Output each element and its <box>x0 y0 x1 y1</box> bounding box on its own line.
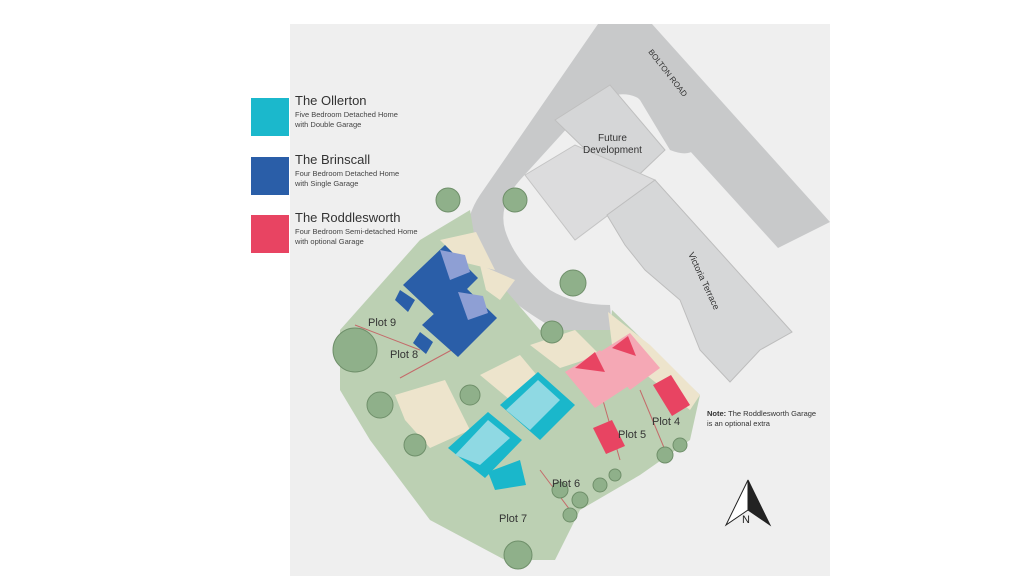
brinscall-house-plot9 <box>395 245 478 318</box>
plot-sand-9 <box>440 232 495 270</box>
legend-brinscall: The Brinscall Four Bedroom Detached Home… <box>251 152 431 199</box>
ollerton-desc: Five Bedroom Detached Home with Double G… <box>295 110 398 129</box>
ollerton-house-plot6 <box>500 372 575 440</box>
brinscall-title: The Brinscall <box>295 152 371 167</box>
note-label: Note: <box>707 409 727 418</box>
north-arrow-icon: N <box>724 479 772 527</box>
roddlesworth-desc: Four Bedroom Semi-detached Home with opt… <box>295 227 418 246</box>
ollerton-title: The Ollerton <box>295 93 367 108</box>
roddlesworth-swatch <box>251 215 289 253</box>
legend-roddlesworth: The Roddlesworth Four Bedroom Semi-detac… <box>251 210 431 257</box>
roddlesworth-house-plot5 <box>565 350 630 454</box>
garage-note: Note: The Roddlesworth Garage is an opti… <box>707 409 817 429</box>
victoria-terrace <box>606 179 793 383</box>
brinscall-house-plot8 <box>413 286 497 357</box>
note-text: The Roddlesworth Garage is an optional e… <box>707 409 817 428</box>
north-label: N <box>742 514 750 526</box>
future-development-label-1: Future <box>598 133 627 144</box>
roddlesworth-title: The Roddlesworth <box>295 210 401 225</box>
road-loop <box>600 61 700 154</box>
plot-8-label: Plot 8 <box>390 349 418 361</box>
plot-sand-7 <box>395 380 470 448</box>
plot-4-label: Plot 4 <box>652 416 680 428</box>
ollerton-house-plot7 <box>448 412 526 490</box>
brinscall-desc: Four Bedroom Detached Home with Single G… <box>295 169 400 188</box>
roddlesworth-house-plot4 <box>600 333 690 416</box>
plot-9-label: Plot 9 <box>368 317 396 329</box>
plot-6-label: Plot 6 <box>552 478 580 490</box>
future-development-label-2: Development <box>583 145 642 156</box>
legend-ollerton: The Ollerton Five Bedroom Detached Home … <box>251 93 431 140</box>
plot-sand-8 <box>480 265 515 300</box>
brinscall-swatch <box>251 157 289 195</box>
ollerton-swatch <box>251 98 289 136</box>
bolton-road <box>466 24 830 334</box>
trees <box>332 187 688 570</box>
plot-5-label: Plot 5 <box>618 429 646 441</box>
plot-7-label: Plot 7 <box>499 513 527 525</box>
